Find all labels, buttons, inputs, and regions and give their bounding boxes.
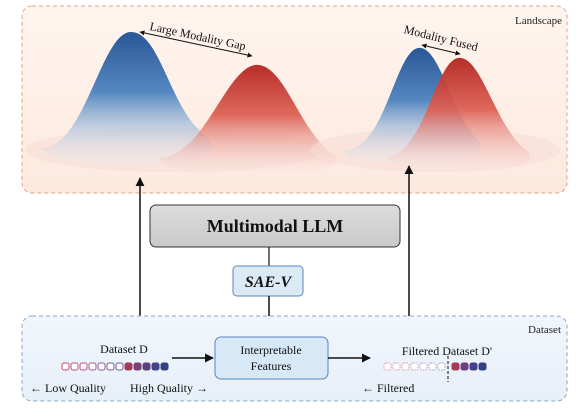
sample-dot	[478, 362, 487, 371]
sample-dot	[437, 362, 446, 371]
sample-dot	[451, 362, 460, 371]
filtered-dataset-dots	[383, 362, 487, 371]
sample-dot	[97, 362, 106, 371]
dataset-d-dots	[61, 362, 169, 371]
sample-dot	[383, 362, 392, 371]
sample-dot	[61, 362, 70, 371]
red-peak-left	[160, 64, 338, 177]
features-label-line2: Features	[251, 359, 292, 373]
sample-dot	[410, 362, 419, 371]
dataset-d-label: Dataset D	[100, 342, 148, 356]
fused-arrow	[421, 43, 461, 56]
sample-dot	[460, 362, 469, 371]
filtered-label: ← Filtered	[362, 381, 414, 395]
multimodal-llm-box	[149, 204, 401, 248]
blue-peak-left	[40, 31, 213, 166]
gap-arrow	[139, 30, 253, 58]
red-peak-right	[388, 57, 531, 174]
sample-dot	[142, 362, 151, 371]
sample-dot	[88, 362, 97, 371]
sample-dot	[124, 362, 133, 371]
low-quality-label: ← Low Quality	[30, 381, 106, 395]
sample-dot	[79, 362, 88, 371]
sae-v-box	[232, 265, 304, 297]
sample-dot	[401, 362, 410, 371]
multimodal-llm-label: Multimodal LLM	[207, 216, 344, 236]
sample-dot	[70, 362, 79, 371]
sample-dot	[428, 362, 437, 371]
landscape-title: Landscape	[515, 15, 562, 27]
filtered-dataset-label: Filtered Dataset D'	[402, 344, 492, 358]
sample-dot	[419, 362, 428, 371]
high-quality-label: High Quality →	[130, 381, 208, 395]
sample-dot	[151, 362, 160, 371]
sample-dot	[392, 362, 401, 371]
sae-v-label: SAE-V	[245, 274, 293, 291]
sample-dot	[160, 362, 169, 371]
sample-dot	[106, 362, 115, 371]
sample-dot	[469, 362, 478, 371]
features-label-line1: Interpretable	[240, 343, 301, 357]
sample-dot	[133, 362, 142, 371]
dataset-panel-title: Dataset	[528, 324, 561, 336]
sample-dot	[115, 362, 124, 371]
